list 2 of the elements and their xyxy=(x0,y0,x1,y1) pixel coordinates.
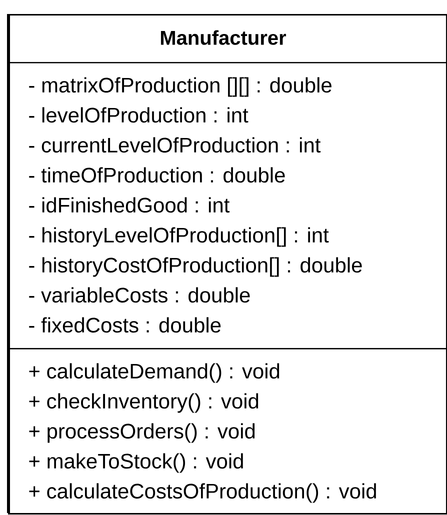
methods-compartment: + calculateDemand() : void + checkInventory() : void + processOrders() : void + makeToStock() : void + calculateCostsOfProduction() : void xyxy=(8,348,447,514)
attributes-compartment: - matrixOfProduction [][] : double - levelOfProduction : int - currentLevelOfProduction : int - timeOfProduction : double - idFinishedGood : int - historyLevelOfProduction[] : int - historyCostOfProduction[] : double - variableCosts : double - fixedCosts : double xyxy=(8,62,447,350)
